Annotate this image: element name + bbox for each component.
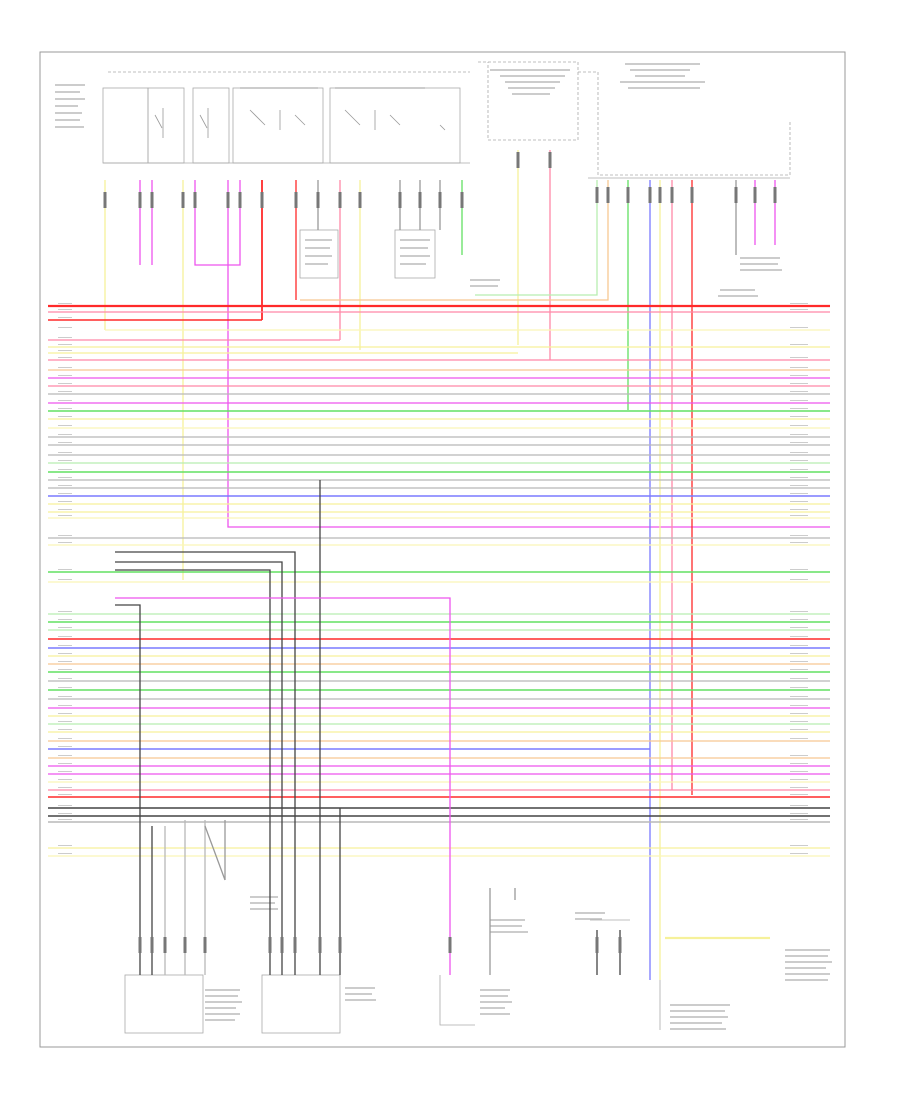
connector-pin	[460, 192, 464, 208]
lower-vertical-wires	[115, 480, 770, 975]
connector-pin	[338, 937, 342, 953]
connector-pin	[260, 192, 264, 208]
connector-pin	[183, 937, 187, 953]
connector-pin	[316, 192, 320, 208]
connector-pin	[193, 192, 197, 208]
connector-pin	[734, 187, 738, 203]
connector-pin	[318, 937, 322, 953]
connector-pin	[226, 192, 230, 208]
connector-pin	[181, 192, 185, 208]
relay-symbols	[154, 108, 446, 138]
connector-pin	[753, 187, 757, 203]
connector-pin	[658, 187, 662, 203]
connector-pin	[138, 937, 142, 953]
connector-pin	[626, 187, 630, 203]
connector-pin	[773, 187, 777, 203]
connector-pin	[448, 937, 452, 953]
connector-pin	[294, 192, 298, 208]
connector-pin	[338, 192, 342, 208]
connector-pin	[548, 152, 552, 168]
horizontal-bus-wires	[48, 303, 830, 857]
connector-pin	[238, 192, 242, 208]
connector-pin	[516, 152, 520, 168]
top-connector-outlines	[102, 61, 791, 1034]
connector-pin	[595, 187, 599, 203]
connector-pin	[203, 937, 207, 953]
connector-pin	[150, 192, 154, 208]
connector-pin	[358, 192, 362, 208]
connector-pin	[618, 937, 622, 953]
connector-pin	[438, 192, 442, 208]
connector-pin	[103, 192, 107, 208]
connector-pins	[103, 152, 777, 953]
connector-pin	[606, 187, 610, 203]
connector-pin	[648, 187, 652, 203]
connector-pin	[398, 192, 402, 208]
diagram-frame	[39, 51, 846, 1048]
connector-pin	[150, 937, 154, 953]
connector-pin	[268, 937, 272, 953]
connector-pin	[280, 937, 284, 953]
connector-pin	[670, 187, 674, 203]
connector-pin	[138, 192, 142, 208]
connector-pin	[163, 937, 167, 953]
connector-pin	[293, 937, 297, 953]
connector-pin	[418, 192, 422, 208]
text-smudges	[55, 63, 832, 1030]
connector-pin	[690, 187, 694, 203]
connector-pin	[595, 937, 599, 953]
